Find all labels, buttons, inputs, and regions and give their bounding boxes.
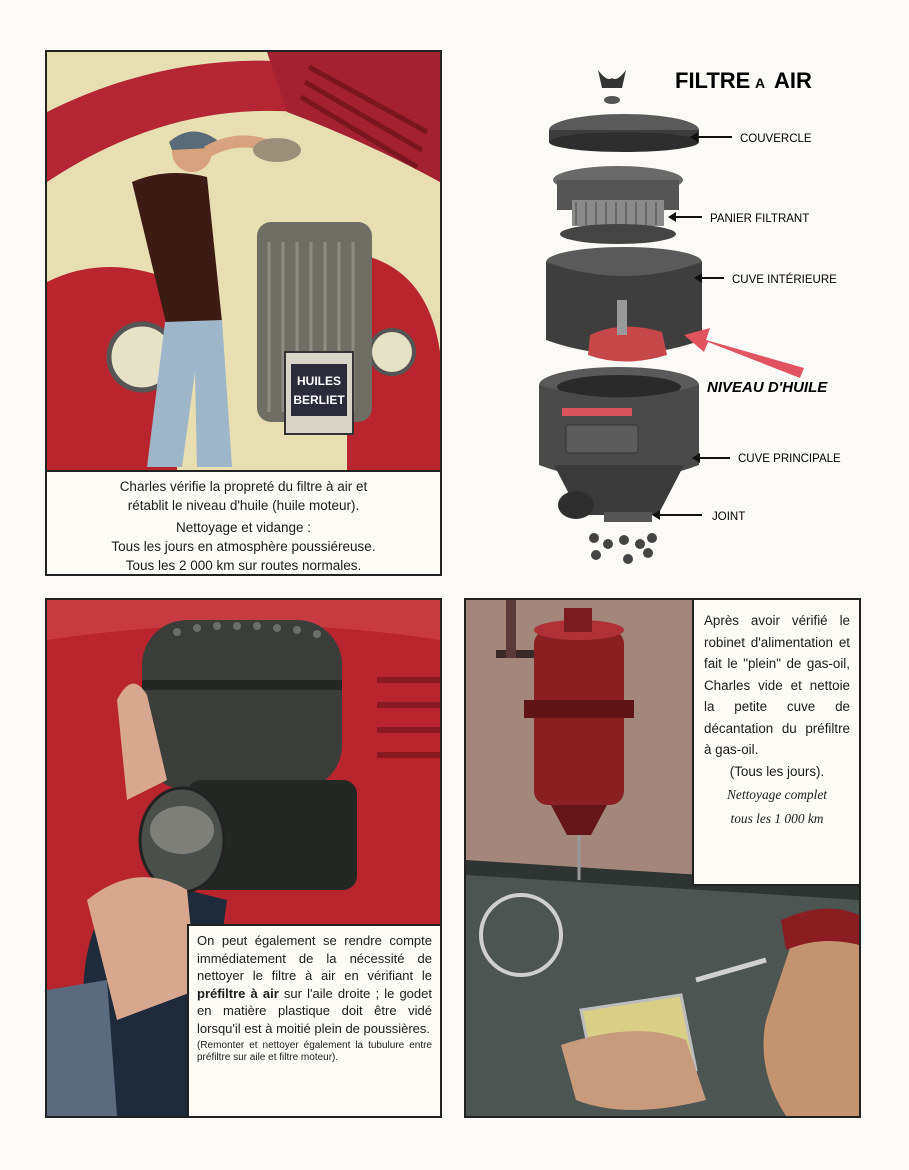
caption-line: Charles vérifie la propreté du filtre à … (119, 479, 368, 494)
caption-emphasis: préfiltre à air (197, 985, 279, 1001)
diagram-title: FILTRE (675, 68, 750, 93)
panel-mechanic-engine: HUILES BERLIET Charles vérifie la propre… (45, 50, 442, 576)
caption-text: On peut également se rendre compte imméd… (197, 933, 432, 983)
oil-sample (588, 326, 667, 362)
wing-nut-icon (598, 70, 626, 104)
label-niveau-huile: NIVEAU D'HUILE (707, 379, 828, 396)
illustration-mechanic: HUILES BERLIET (47, 52, 440, 472)
caption-daily: (Tous les jours). (729, 763, 825, 779)
exploded-view: FILTRE A AIR COUVERCLE PANIER FILTRANT C… (539, 68, 841, 564)
caption-note: (Remonter et nettoyer également la tubul… (197, 1040, 432, 1063)
can-label-berliet: BERLIET (293, 393, 345, 407)
label-cuve-interieure: CUVE INTÉRIEURE (732, 273, 837, 286)
caption-italic-line: tous les 1 000 km (730, 810, 824, 826)
illustration-fuel-prefilter (466, 600, 859, 1116)
caption-line: Nettoyage et vidange : (175, 520, 312, 535)
can-label-huiles: HUILES (297, 374, 341, 388)
caption-air-filter-check: Charles vérifie la propreté du filtre à … (47, 470, 440, 574)
diagram-title-air: AIR (774, 68, 812, 93)
label-cuve-principale: CUVE PRINCIPALE (738, 453, 841, 465)
caption-paragraph: On peut également se rendre compte imméd… (197, 932, 432, 1037)
panel-air-prefilter: On peut également se rendre compte imméd… (45, 598, 442, 1118)
air-filter-diagram: FILTRE A AIR COUVERCLE PANIER FILTRANT C… (462, 50, 864, 576)
oil-level-arrow-icon (684, 328, 804, 378)
caption-line: Tous les jours en atmosphère poussiéreus… (111, 539, 376, 554)
caption-line: Tous les 2 000 km sur routes normales. (125, 558, 362, 573)
panel-fuel-prefilter: Après avoir vérifié le robinet d'aliment… (464, 598, 861, 1118)
caption-italic-line: Nettoyage complet (726, 787, 828, 802)
diagram-title-a: A (755, 75, 765, 91)
caption-prefilter: On peut également se rendre compte imméd… (187, 924, 440, 1116)
label-couvercle: COUVERCLE (740, 133, 812, 145)
caption-text: sur l'aile droite ; le godet en matière … (197, 985, 432, 1036)
caption-line: rétablit le niveau d'huile (huile moteur… (127, 498, 360, 513)
label-panier-filtrant: PANIER FILTRANT (710, 213, 809, 225)
caption-text: Après avoir vérifié le robinet d'aliment… (704, 613, 850, 757)
label-joint: JOINT (712, 511, 745, 523)
caption-fuel-prefilter: Après avoir vérifié le robinet d'aliment… (692, 600, 859, 886)
